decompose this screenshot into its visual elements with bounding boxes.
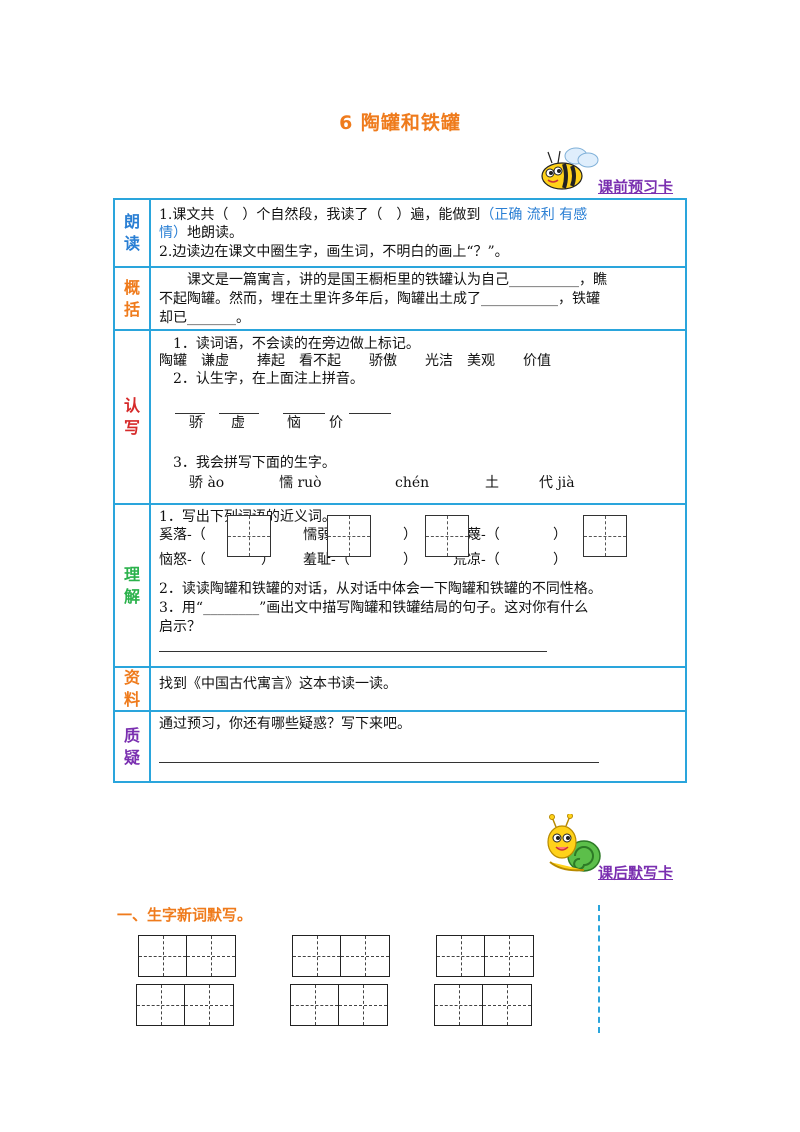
row-label-materials: 资 料 <box>115 668 151 710</box>
pinyin-blank[interactable] <box>219 413 259 414</box>
dashed-divider <box>598 905 600 1033</box>
review-card-label: 课后默写卡 <box>598 864 674 882</box>
dictation-grid[interactable] <box>434 984 532 1026</box>
row-label-summary: 概 括 <box>115 268 151 329</box>
answer-line[interactable] <box>159 762 599 763</box>
answer-line[interactable] <box>159 651 547 652</box>
writing-grid[interactable] <box>327 515 371 557</box>
row-label-reading: 朗 读 <box>115 200 151 266</box>
preview-card-label: 课前预习卡 <box>598 178 674 196</box>
row-reading: 朗 读 1.课文共（ ）个自然段，我读了（ ）遍，能做到（正确 流利 有感 情）… <box>115 200 685 266</box>
row-recognize-write: 认 写 1．读词语，不会读的在旁边做上标记。 陶罐 谦虚 捧起 看不起 骄傲 光… <box>115 329 685 503</box>
dictation-grid[interactable] <box>292 935 390 977</box>
row-questions: 质 疑 通过预习，你还有哪些疑惑？写下来吧。 <box>115 710 685 781</box>
dictation-grid[interactable] <box>436 935 534 977</box>
bee-icon <box>538 146 600 192</box>
pinyin-blank[interactable] <box>283 413 325 414</box>
dictation-grid[interactable] <box>290 984 388 1026</box>
section-title: 一、生字新词默写。 <box>117 906 253 924</box>
preview-table: 朗 读 1.课文共（ ）个自然段，我读了（ ）遍，能做到（正确 流利 有感 情）… <box>113 198 687 783</box>
writing-grid[interactable] <box>425 515 469 557</box>
pinyin-blank[interactable] <box>349 413 391 414</box>
row-label-recognize: 认 写 <box>115 331 151 503</box>
pinyin-blank[interactable] <box>175 413 205 414</box>
row-understand: 理 解 1．写出下列词语的近义词。 奚落-（ ） 懦弱-（ ） 轻蔑-（ ） 恼… <box>115 503 685 666</box>
dictation-grid[interactable] <box>138 935 236 977</box>
row-label-questions: 质 疑 <box>115 712 151 781</box>
dictation-grid[interactable] <box>136 984 234 1026</box>
row-summary: 概 括 课文是一篇寓言，讲的是国王橱柜里的铁罐认为自己__________，瞧 … <box>115 266 685 329</box>
writing-grid[interactable] <box>227 515 271 557</box>
row-materials: 资 料 找到《中国古代寓言》这本书读一读。 <box>115 666 685 710</box>
row-label-understand: 理 解 <box>115 505 151 666</box>
writing-grid[interactable] <box>583 515 627 557</box>
page-title: 6 陶罐和铁罐 <box>339 112 461 134</box>
snail-icon <box>544 813 602 874</box>
